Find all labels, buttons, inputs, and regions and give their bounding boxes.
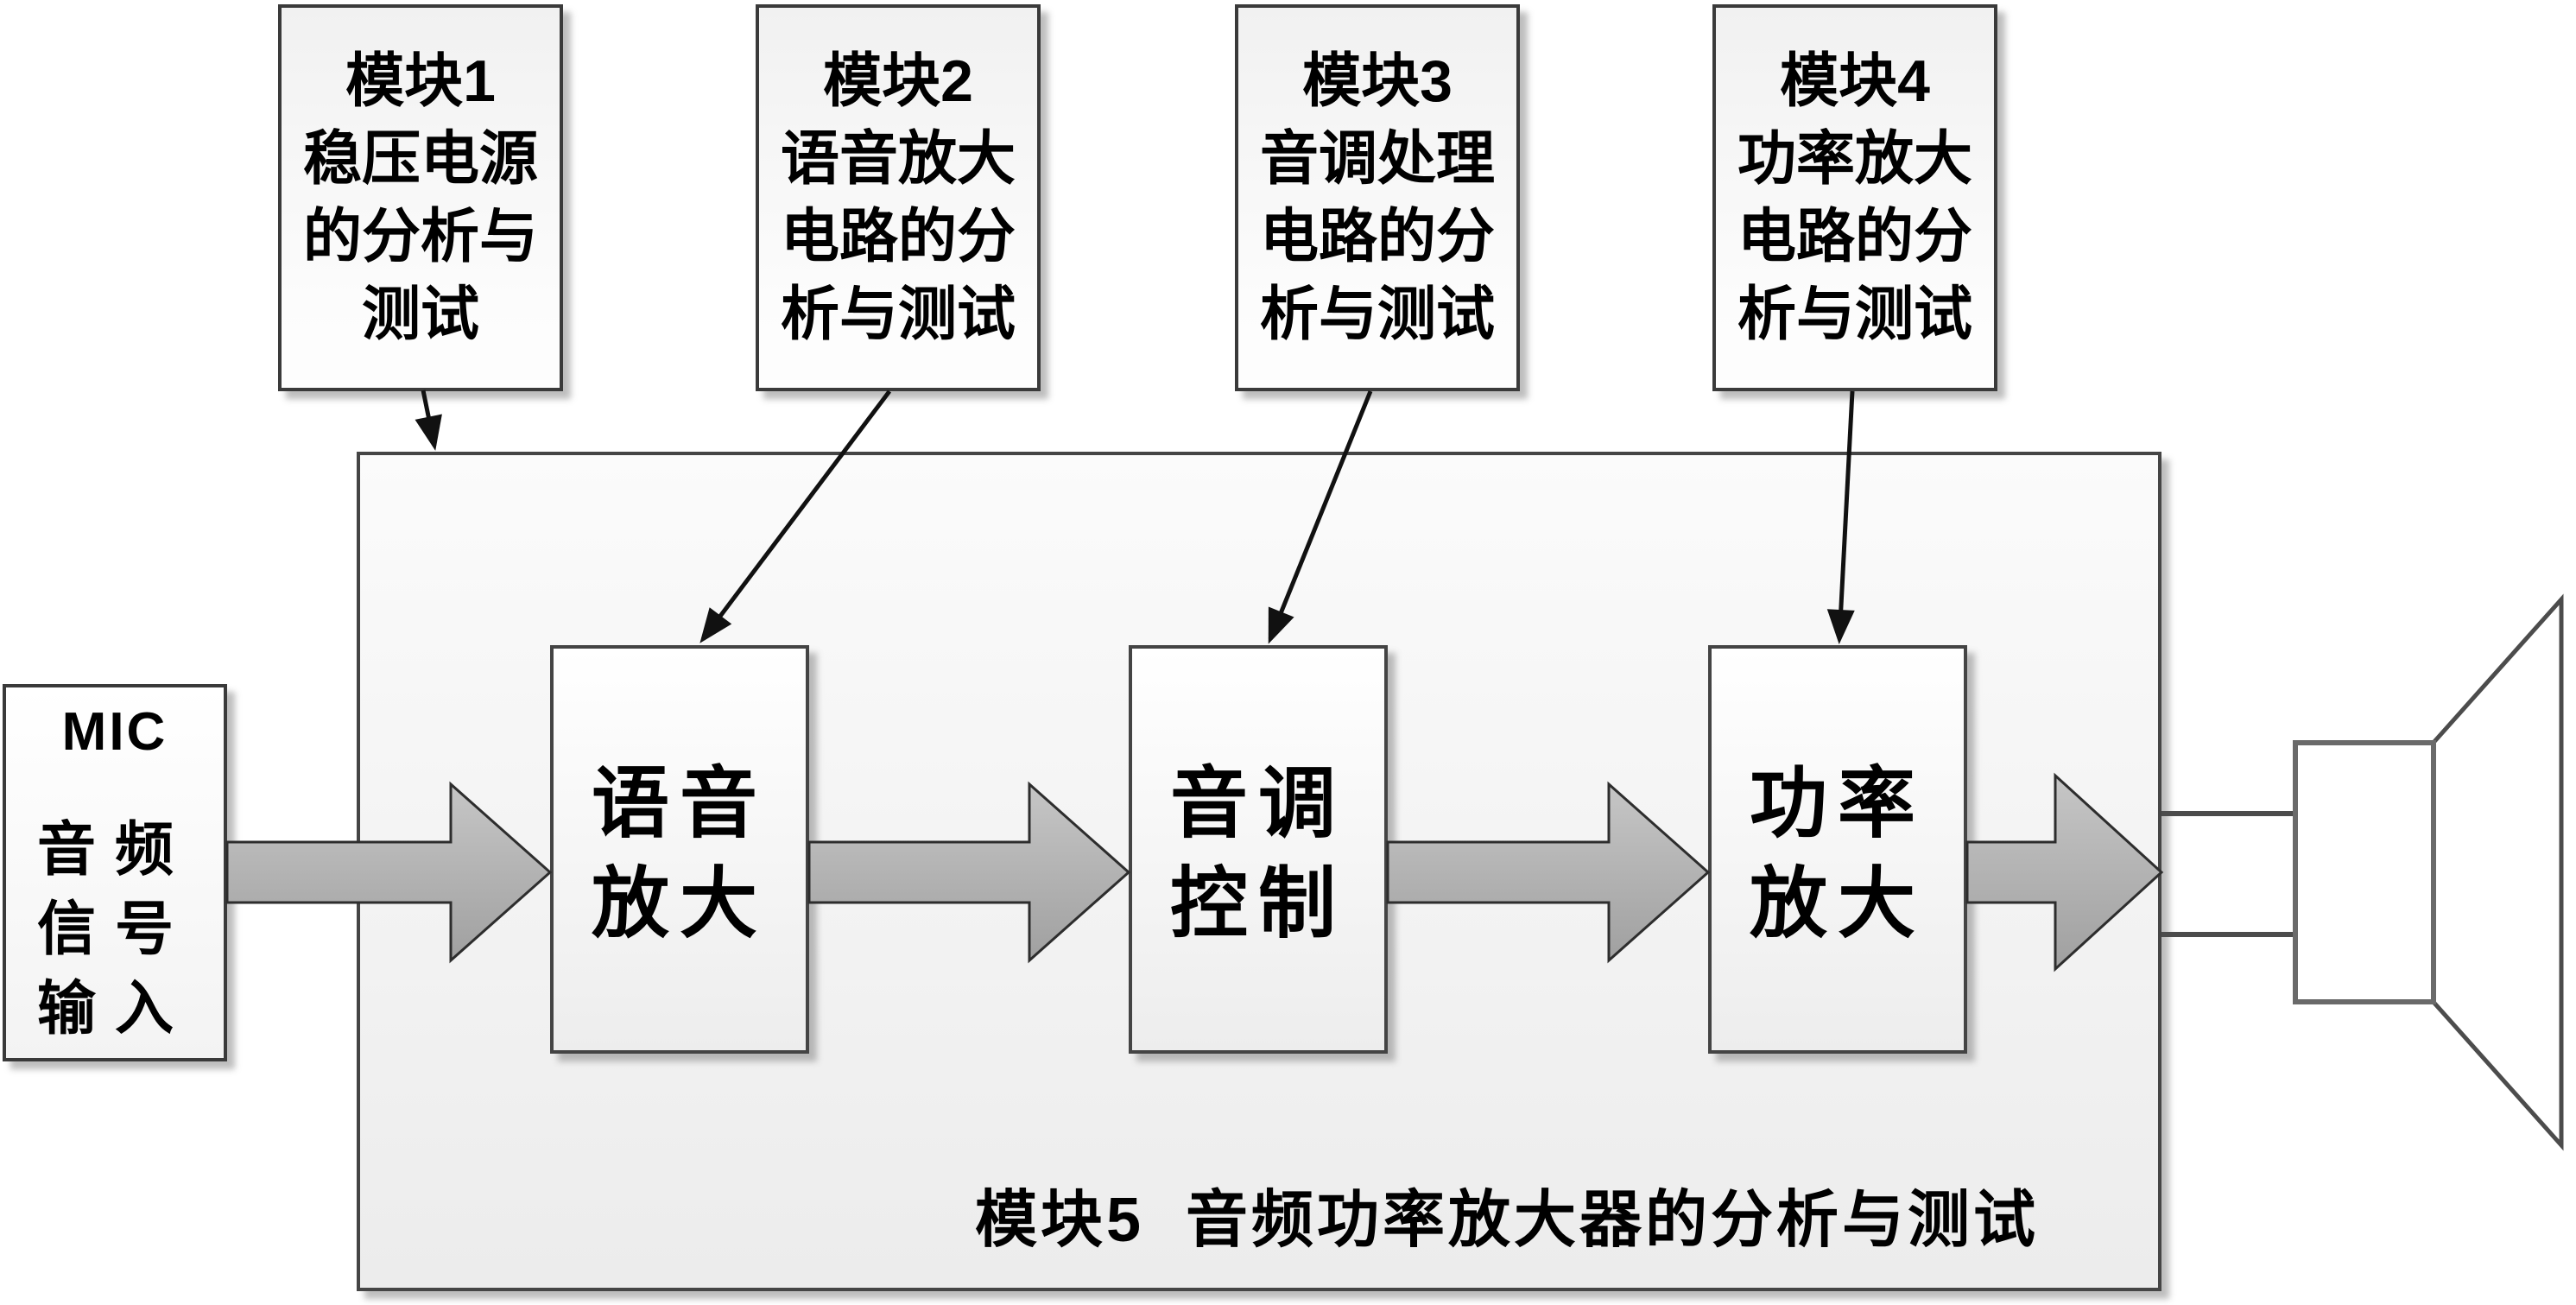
module1-title: 模块1 — [345, 48, 496, 114]
speaker-icon — [2161, 593, 2564, 1151]
annotation-arrow-module1 — [415, 390, 442, 451]
stage-box-power-amplifier: 功率放大 — [1708, 645, 1967, 1054]
module1-subtitle: 稳压电源的分析与测试 — [302, 126, 538, 347]
module5-label: 模块5 音频功率放大器的分析与测试 — [975, 1186, 2040, 1255]
stage-box-voice-amplifier: 语音放大 — [550, 645, 809, 1054]
mic-input-box: MIC 音频信号输入 — [3, 684, 227, 1061]
module3-subtitle: 音调处理电路的分析与测试 — [1259, 126, 1495, 347]
audio-signal-input-label: 音频信号输入 — [36, 817, 193, 1042]
module3-title: 模块3 — [1302, 48, 1453, 114]
speaker-cone — [2429, 593, 2564, 1151]
module4-subtitle: 功率放大电路的分析与测试 — [1737, 126, 1972, 347]
module4-annotation-box: 模块4 功率放大电路的分析与测试 — [1712, 4, 1997, 391]
module3-annotation-box: 模块3 音调处理电路的分析与测试 — [1235, 4, 1520, 391]
mic-label: MIC — [61, 702, 168, 762]
stage-label-tone-control: 音调控制 — [1170, 760, 1346, 947]
stage-label-power-amplifier: 功率放大 — [1750, 760, 1926, 947]
speaker-driver — [2293, 740, 2436, 1004]
module2-annotation-box: 模块2 语音放大电路的分析与测试 — [756, 4, 1041, 391]
module2-subtitle: 语音放大电路的分析与测试 — [780, 126, 1016, 347]
stage-box-tone-control: 音调控制 — [1129, 645, 1388, 1054]
module2-title: 模块2 — [823, 48, 973, 114]
stage-label-voice-amplifier: 语音放大 — [592, 760, 768, 947]
module4-title: 模块4 — [1780, 48, 1930, 114]
module1-annotation-box: 模块1 稳压电源的分析与测试 — [278, 4, 563, 391]
